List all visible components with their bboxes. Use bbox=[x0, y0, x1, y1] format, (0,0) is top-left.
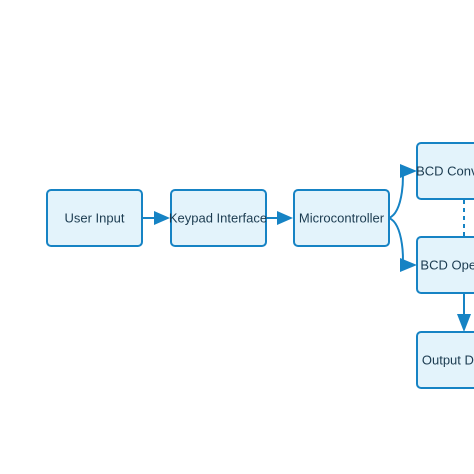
node-bcd-conversion[interactable]: BCD Conversion bbox=[416, 142, 474, 200]
node-keypad-interface[interactable]: Keypad Interface bbox=[169, 189, 267, 247]
edge-microcontroller-to-bcd-conversion bbox=[388, 170, 404, 219]
arrowhead-keypad bbox=[154, 211, 170, 225]
node-user-input[interactable]: User Input bbox=[46, 189, 143, 247]
node-microcontroller-label: Microcontroller bbox=[299, 211, 385, 226]
node-microcontroller[interactable]: Microcontroller bbox=[293, 189, 390, 247]
edge-microcontroller-to-bcd-operation bbox=[388, 217, 404, 266]
arrowhead-output-display bbox=[457, 314, 471, 332]
node-output-display-label: Output Display bbox=[422, 353, 474, 368]
arrowhead-microcontroller bbox=[277, 211, 293, 225]
node-bcd-operation[interactable]: BCD Operation bbox=[416, 236, 474, 294]
node-bcd-operation-label: BCD Operation bbox=[420, 258, 474, 273]
edges bbox=[143, 164, 471, 332]
arrowhead-bcd-operation bbox=[400, 258, 417, 272]
arrowhead-bcd-conversion bbox=[400, 164, 417, 178]
nodes: User Input Keypad Interface Microcontrol… bbox=[46, 142, 474, 389]
node-user-input-label: User Input bbox=[65, 211, 125, 226]
node-keypad-interface-label: Keypad Interface bbox=[169, 211, 267, 226]
node-output-display[interactable]: Output Display bbox=[416, 331, 474, 389]
node-bcd-conversion-label: BCD Conversion bbox=[416, 164, 474, 179]
